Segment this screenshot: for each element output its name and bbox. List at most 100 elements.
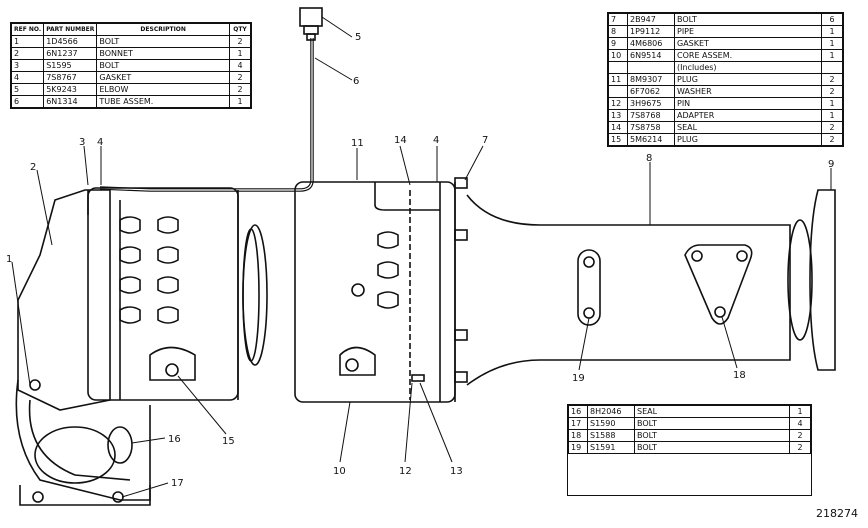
header-qty: QTY [229, 23, 251, 36]
cell-qty: 2 [821, 85, 843, 98]
cell-ref: 12 [608, 97, 628, 110]
callout-19: 19 [572, 373, 585, 384]
cell-desc: PIPE [674, 25, 822, 38]
callout-5: 5 [355, 32, 361, 43]
callout-6: 6 [353, 76, 359, 87]
cell-desc: GASKET [674, 37, 822, 50]
callout-17: 17 [171, 478, 184, 489]
cell-desc: PLUG [674, 73, 822, 86]
cell-part: S1590 [587, 417, 635, 430]
cell-part: 1D4566 [43, 35, 98, 48]
cell-qty: 6 [821, 13, 843, 26]
cell-part: S1588 [587, 429, 635, 442]
cell-desc: WASHER [674, 85, 822, 98]
cell-desc: SEAL [634, 405, 790, 418]
cell-desc: BOLT [634, 429, 790, 442]
cell-qty: 1 [229, 95, 251, 108]
cell-desc: SEAL [674, 121, 822, 134]
cell-qty: 1 [229, 47, 251, 60]
callout-12: 12 [399, 466, 412, 477]
cell-desc: CORE ASSEM. [674, 49, 822, 62]
cell-part: S1591 [587, 441, 635, 454]
plug-15-shape [165, 363, 179, 377]
pipe-shape [466, 194, 791, 386]
cell-ref: 10 [608, 49, 628, 62]
callout-2: 2 [30, 162, 36, 173]
callout-4b: 4 [433, 135, 439, 146]
cell-part: 7S8767 [43, 71, 98, 84]
cell-part: 2B947 [627, 13, 675, 26]
cell-part: 6F7062 [627, 85, 675, 98]
cell-ref: 15 [608, 133, 628, 146]
cell-qty: 2 [789, 429, 811, 442]
cell-part: 8H2046 [587, 405, 635, 418]
cell-qty: 2 [821, 73, 843, 86]
gasket-left [242, 224, 268, 366]
cell-ref [608, 61, 628, 74]
cell-ref: 6 [10, 95, 45, 108]
cell-qty: 4 [789, 417, 811, 430]
callout-4: 4 [97, 137, 103, 148]
cell-part: 6N9514 [627, 49, 675, 62]
gasket-right [787, 219, 813, 341]
cell-part: 1P9112 [627, 25, 675, 38]
cell-ref: 14 [608, 121, 628, 134]
cell-ref: 13 [608, 109, 628, 122]
cell-qty: 2 [229, 83, 251, 96]
cell-qty: 4 [229, 59, 251, 72]
plate-18-shape [684, 244, 753, 325]
cell-desc: ADAPTER [674, 109, 822, 122]
cell-part: 5K9243 [43, 83, 98, 96]
cell-part: 8M9307 [627, 73, 675, 86]
header-part: PART NUMBER [43, 23, 98, 36]
plate-19-shape [577, 249, 601, 326]
cell-desc: PIN [674, 97, 822, 110]
cell-qty: 2 [821, 121, 843, 134]
callout-3: 3 [79, 137, 85, 148]
callout-9: 9 [828, 159, 834, 170]
cell-part: S1595 [43, 59, 98, 72]
cell-qty: 1 [821, 25, 843, 38]
cell-desc: BOLT [96, 35, 230, 48]
cell-qty: 2 [229, 35, 251, 48]
cell-desc: BOLT [674, 13, 822, 26]
cell-ref: 5 [10, 83, 45, 96]
cell-part: 5M6214 [627, 133, 675, 146]
callout-7: 7 [482, 135, 488, 146]
cell-part: 4M6806 [627, 37, 675, 50]
cell-qty: 2 [789, 441, 811, 454]
cell-ref: 4 [10, 71, 45, 84]
cell-desc: TUBE ASSEM. [96, 95, 230, 108]
cell-desc: BOLT [634, 417, 790, 430]
cell-ref: 17 [568, 417, 588, 430]
cell-qty: 2 [229, 71, 251, 84]
cell-part: 7S8758 [627, 121, 675, 134]
callout-13: 13 [450, 466, 463, 477]
cell-qty: 1 [821, 49, 843, 62]
flange-shape [809, 189, 836, 371]
cell-qty: 1 [821, 109, 843, 122]
cell-ref: 18 [568, 429, 588, 442]
cell-ref: 19 [568, 441, 588, 454]
cell-qty: 1 [821, 37, 843, 50]
drawing-number: 218274 [816, 507, 858, 520]
cell-ref: 7 [608, 13, 628, 26]
cell-ref [608, 85, 628, 98]
cell-ref: 3 [10, 59, 45, 72]
cell-ref: 2 [10, 47, 45, 60]
callout-10: 10 [333, 466, 346, 477]
cell-desc: BOLT [634, 441, 790, 454]
callout-8: 8 [646, 153, 652, 164]
cell-desc: ELBOW [96, 83, 230, 96]
